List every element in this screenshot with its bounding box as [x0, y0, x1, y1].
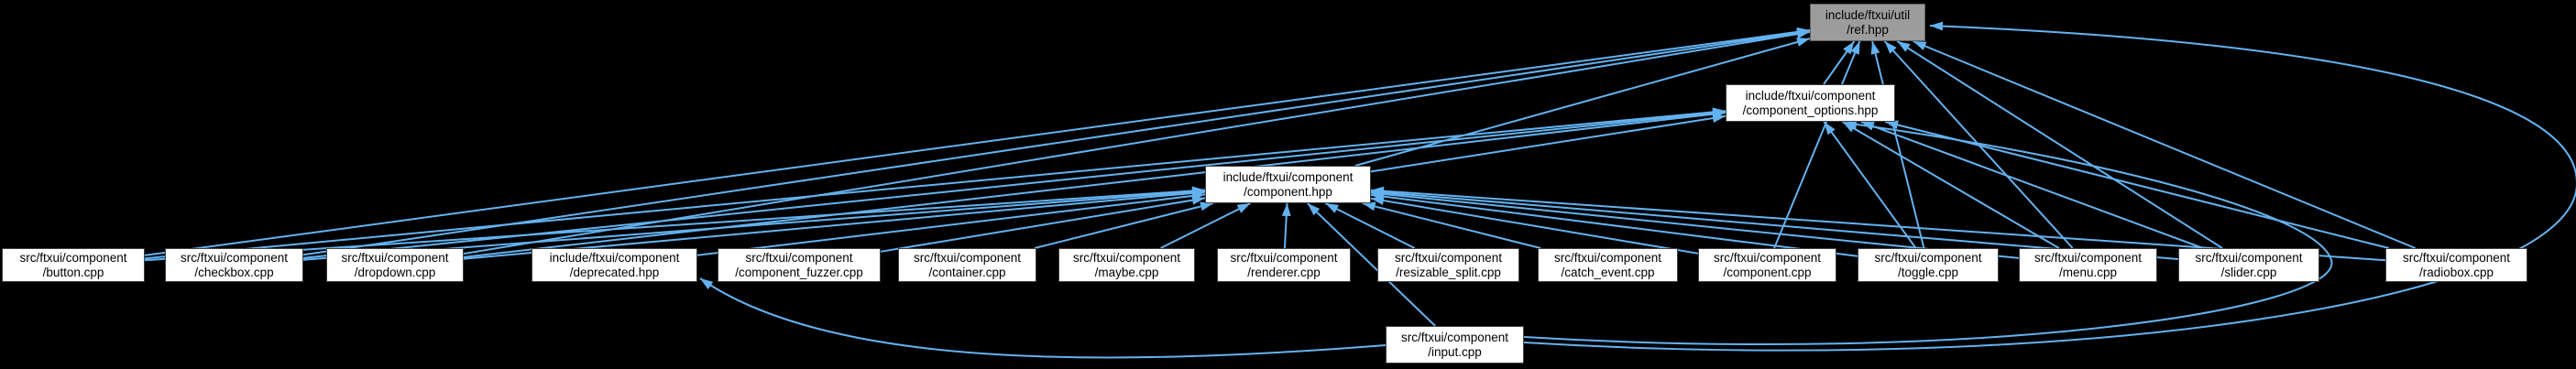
graph-node-slider[interactable]: src/ftxui/component /slider.cpp [2178, 248, 2319, 282]
edge-options-ref [1823, 40, 1856, 85]
edge-slider-component [1370, 188, 2179, 260]
graph-node-label: src/ftxui/component /input.cpp [1400, 330, 1509, 359]
edge-toggle-options [1823, 121, 1917, 249]
edge-renderer-component [1281, 202, 1291, 249]
edge-toggle-component [1370, 191, 1858, 257]
edge-button-component [144, 186, 1206, 262]
graph-node-label: include/ftxui/component /component_optio… [1742, 88, 1879, 117]
edge-input-deprecated [699, 277, 1387, 359]
edge-dropdown-options [463, 109, 1726, 258]
edge-menu-options [1842, 121, 2060, 249]
graph-node-checkbox[interactable]: src/ftxui/component /checkbox.cpp [165, 248, 303, 282]
edge-dropdown-ref [463, 29, 1811, 255]
graph-node-toggle[interactable]: src/ftxui/component /toggle.cpp [1858, 248, 1999, 282]
edge-slider-ref [1896, 40, 2223, 249]
graph-node-label: src/ftxui/component /slider.cpp [2195, 250, 2303, 279]
graph-node-label: src/ftxui/component /resizable_split.cpp [1394, 250, 1503, 279]
graph-node-label: src/ftxui/component /dropdown.cpp [341, 250, 449, 279]
edge-menu-component [1370, 190, 2020, 259]
edge-input-options [1523, 119, 2333, 346]
edge-componentcpp-component [1370, 196, 1699, 255]
graph-node-component[interactable]: include/ftxui/component /component.hpp [1205, 166, 1371, 203]
edge-input-component [1307, 202, 1436, 327]
edge-componentcpp-ref [1773, 40, 1861, 249]
graph-node-dropdown[interactable]: src/ftxui/component /dropdown.cpp [326, 248, 464, 282]
edge-input-ref [1523, 21, 2576, 352]
graph-node-label: src/ftxui/component /container.cpp [913, 250, 1022, 279]
graph-node-fuzzer[interactable]: src/ftxui/component /component_fuzzer.cp… [718, 248, 881, 282]
graph-node-options[interactable]: include/ftxui/component /component_optio… [1726, 84, 1895, 122]
graph-node-label: src/ftxui/component /toggle.cpp [1874, 250, 1982, 279]
graph-node-resizable[interactable]: src/ftxui/component /resizable_split.cpp [1377, 248, 1519, 282]
edge-dropdown-component [463, 188, 1206, 260]
graph-node-componentcpp[interactable]: src/ftxui/component /component.cpp [1698, 248, 1836, 282]
graph-node-label: src/ftxui/component /menu.cpp [2033, 250, 2143, 279]
graph-node-button[interactable]: src/ftxui/component /button.cpp [2, 248, 145, 282]
graph-node-label: src/ftxui/component /maybe.cpp [1072, 250, 1181, 279]
graph-node-label: src/ftxui/component /radiobox.cpp [2402, 250, 2511, 279]
edge-radiobox-ref [1913, 40, 2416, 249]
graph-node-label: src/ftxui/component /renderer.cpp [1230, 250, 1338, 279]
edge-button-options [144, 107, 1726, 260]
graph-node-ref: include/ftxui/util /ref.hpp [1810, 4, 1925, 41]
graph-node-label: include/ftxui/component /component.hpp [1222, 169, 1354, 199]
graph-node-maybe[interactable]: src/ftxui/component /maybe.cpp [1058, 248, 1195, 282]
edge-maybe-component [1160, 202, 1251, 249]
graph-node-label: src/ftxui/component /checkbox.cpp [180, 250, 289, 279]
graph-node-catch[interactable]: src/ftxui/component /catch_event.cpp [1538, 248, 1678, 282]
edge-toggle-ref [1870, 40, 1925, 249]
edge-component-ref [1354, 38, 1811, 167]
edge-deprecated-component [696, 191, 1206, 256]
graph-node-menu[interactable]: src/ftxui/component /menu.cpp [2019, 248, 2157, 282]
graph-node-radiobox[interactable]: src/ftxui/component /radiobox.cpp [2385, 248, 2527, 282]
graph-node-container[interactable]: src/ftxui/component /container.cpp [898, 248, 1036, 282]
graph-node-input[interactable]: src/ftxui/component /input.cpp [1386, 326, 1524, 364]
edge-radiobox-options [1884, 120, 2390, 249]
edge-component-options [1370, 114, 1726, 173]
edge-button-ref [144, 27, 1811, 256]
edge-container-component [1034, 201, 1214, 249]
edge-checkbox-ref [302, 28, 1811, 256]
graph-node-label: src/ftxui/component /component_fuzzer.cp… [735, 250, 863, 279]
graph-node-renderer[interactable]: src/ftxui/component /renderer.cpp [1217, 248, 1351, 282]
edge-resizable-component [1324, 202, 1416, 249]
edge-catch-component [1362, 201, 1541, 249]
edge-fuzzer-component [880, 195, 1206, 253]
graph-node-deprecated[interactable]: include/ftxui/component /deprecated.hpp [532, 248, 697, 282]
graph-node-label: include/ftxui/component /deprecated.hpp [549, 250, 680, 279]
graph-node-label: src/ftxui/component /catch_event.cpp [1553, 250, 1662, 279]
graph-node-label: include/ftxui/util /ref.hpp [1825, 7, 1911, 37]
graph-node-label: src/ftxui/component /button.cpp [19, 250, 127, 279]
graph-node-label: src/ftxui/component /component.cpp [1713, 250, 1822, 279]
edge-slider-options [1860, 121, 2204, 249]
